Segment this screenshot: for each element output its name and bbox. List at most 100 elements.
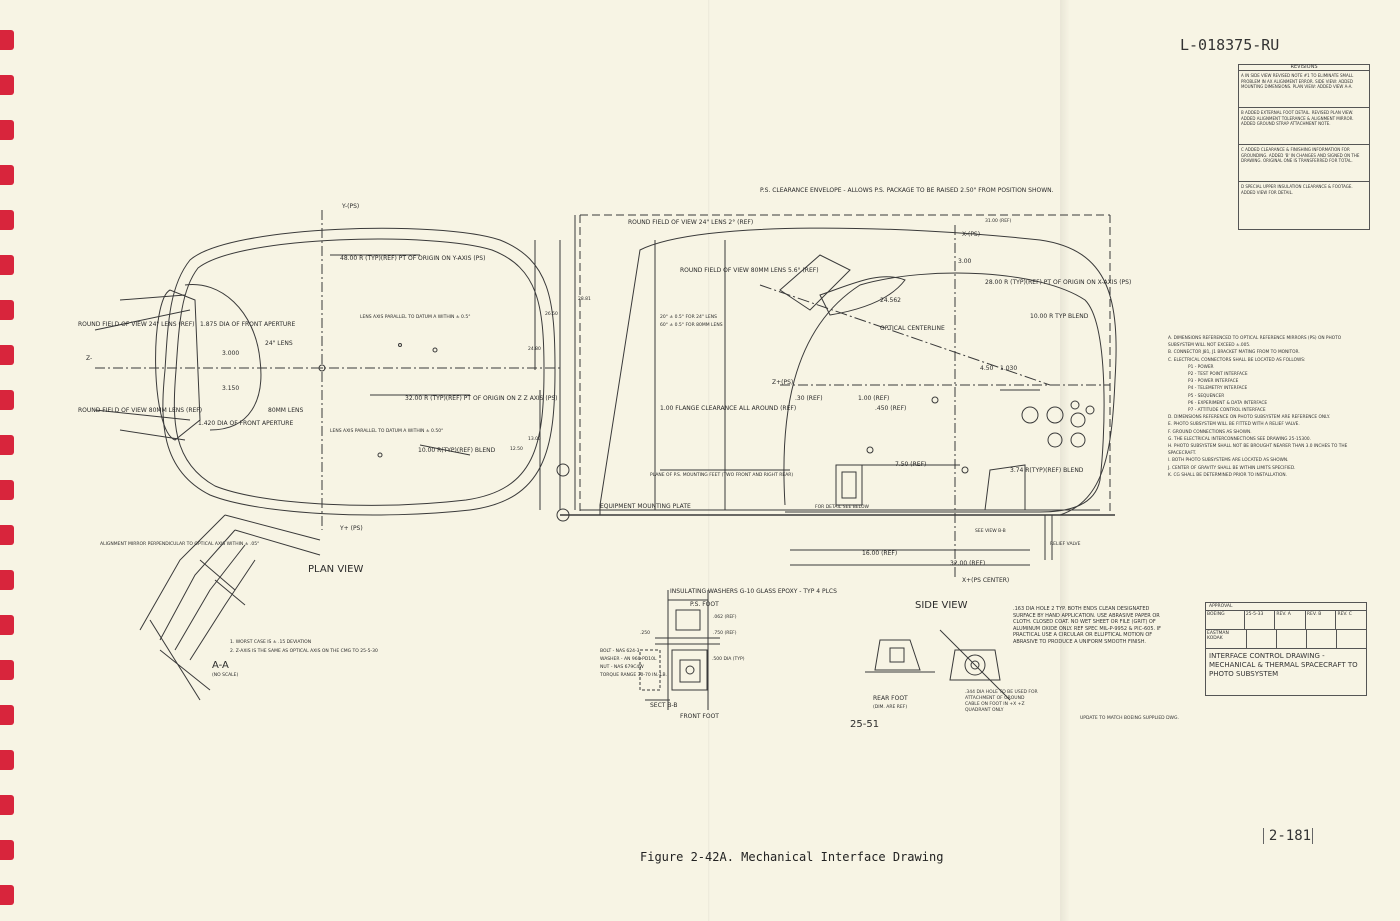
plan-label-4: 24" LENS	[265, 340, 293, 347]
plan-label-8: ROUND FIELD OF VIEW 80MM LENS (REF)	[78, 407, 202, 414]
note-line: B. CONNECTOR J81, J1 BRACKET MATING FROM…	[1168, 350, 1300, 356]
sheet-reference: 25-51	[850, 719, 879, 730]
rear-foot-scale: (DIM. ARE REF)	[873, 704, 907, 710]
note-line: K. CG SHALL BE DETERMINED PRIOR TO INSTA…	[1168, 472, 1287, 478]
side-label-21: 7.50 (REF)	[895, 461, 926, 468]
side-label-3: 20° ± 0.5° FOR 24" LENS	[660, 314, 717, 320]
side-label-10: PLANE OF P.S. MOUNTING FEET (TWO FRONT A…	[650, 472, 793, 478]
plan-label-2: 48.00 R (TYP)(REF) PT OF ORIGIN ON Y-AXI…	[340, 255, 485, 262]
section-aa-title: A-A	[212, 660, 229, 671]
foot-label-4: NUT - NAS 679C4W	[600, 664, 644, 670]
axis-y-top: Y-(PS)	[341, 203, 359, 210]
axis-x-plus: X+(PS CENTER)	[962, 577, 1009, 584]
foot-label-9: .500 DIA (TYP)	[712, 656, 745, 662]
plan-label-3: LENS AXIS PARALLEL TO DATUM A WITHIN ± 0…	[360, 314, 470, 320]
side-label-17: 26.50	[545, 311, 558, 317]
side-label-14: RELIEF VALVE	[1050, 541, 1081, 547]
note-line: E. PHOTO SUBSYSTEM WILL BE FITTED WITH A…	[1168, 422, 1300, 428]
side-label-11: FOR DETAIL SEE BELOW	[815, 504, 870, 510]
note-line: D. DIMENSIONS REFERENCE ON PHOTO SUBSYST…	[1168, 415, 1331, 421]
title-block-row: EASTMAN KODAK	[1206, 630, 1366, 649]
ground-note-2: .344 DIA HOLE TO BE USED FOR ATTACHMENT …	[965, 690, 1038, 713]
side-label-16: 28.81	[578, 296, 591, 302]
revision-entry: B ADDED EXTERNAL FOOT DETAIL. REVISED PL…	[1239, 108, 1369, 146]
plan-label-7: 80MM LENS	[268, 407, 304, 414]
title-block-cell: REV. B	[1306, 611, 1337, 629]
side-label-4: 60° ± 0.5° FOR 80MM LENS	[660, 322, 723, 328]
title-block-cell: 25-5-33	[1245, 611, 1276, 629]
foot-label-7: .750 (REF)	[713, 630, 737, 636]
title-block-cell: BOEING	[1206, 611, 1245, 629]
side-label-7: OPTICAL CENTERLINE	[880, 325, 945, 332]
foot-label-6: .062 (REF)	[713, 614, 737, 620]
front-foot-geometry	[639, 590, 720, 710]
note-line: P5 - SEQUENCER	[1188, 393, 1225, 399]
note-line: C. ELECTRICAL CONNECTORS SHALL BE LOCATE…	[1168, 357, 1306, 363]
foot-label-2: BOLT - NAS 624-3	[600, 648, 640, 654]
note-line: A. DIMENSIONS REFERENCED TO OPTICAL REFE…	[1168, 336, 1342, 349]
axis-z-plus: Z+(PS)	[772, 379, 793, 386]
note-line: G. THE ELECTRICAL INTERCONNECTIONS SEE D…	[1168, 436, 1311, 442]
foot-label-3: WASHER - AN 960-PD10L	[600, 656, 657, 662]
update-note: UPDATE TO MATCH BOEING SUPPLIED DWG.	[1080, 716, 1179, 721]
side-label-18: 24.80	[528, 346, 541, 352]
plan-label-14: 1. WORST CASE IS ± .15 DEVIATION	[230, 639, 311, 645]
figure-caption: Figure 2-42A. Mechanical Interface Drawi…	[640, 850, 944, 864]
title-block-cell: EASTMAN KODAK	[1206, 630, 1247, 648]
title-block: APPROVAL BOEING 25-5-33 REV. A REV. B RE…	[1205, 602, 1367, 696]
document-number: L-018375-RU	[1180, 36, 1280, 54]
foot-label-5: TORQUE RANGE 30-70 IN.-LB.	[599, 672, 667, 678]
side-label-26: 1.030	[1000, 365, 1017, 372]
rear-foot-geometry	[865, 629, 1011, 701]
side-label-24: .30 (REF)	[795, 395, 823, 402]
plan-view-geometry	[94, 210, 576, 530]
side-label-0: P.S. CLEARANCE ENVELOPE - ALLOWS P.S. PA…	[760, 187, 1054, 194]
revision-entry: C ADDED CLEARANCE & FINISHING INFORMATIO…	[1239, 145, 1369, 183]
note-line: J. CENTER OF GRAVITY SHALL BE WITHIN LIM…	[1168, 465, 1296, 471]
page-number: 2-181	[1263, 828, 1313, 844]
plan-label-15: 2. Z-AXIS IS THE SAME AS OPTICAL AXIS ON…	[230, 648, 378, 654]
side-label-28: 16.00 (REF)	[862, 550, 897, 557]
note-line: F. GROUND CONNECTIONS AS SHOWN.	[1168, 429, 1252, 435]
foot-label-0: INSULATING WASHERS G-10 GLASS EPOXY - TY…	[670, 588, 837, 595]
plan-label-1: 1.875 DIA OF FRONT APERTURE	[200, 321, 295, 328]
axis-x-minus: X-(PS)	[962, 231, 980, 238]
plan-label-9: 1.420 DIA OF FRONT APERTURE	[198, 420, 293, 427]
note-line: P7 - ATTITUDE CONTROL INTERFACE	[1188, 408, 1266, 414]
plan-label-6: 3.150	[222, 385, 239, 392]
title-block-cell: REV. A	[1275, 611, 1306, 629]
general-notes: A. DIMENSIONS REFERENCED TO OPTICAL REFE…	[1168, 335, 1358, 479]
ground-note: .163 DIA HOLE 2 TYP. BOTH ENDS CLEAN DES…	[1013, 606, 1162, 645]
side-view-geometry	[556, 214, 1117, 580]
plan-view-title: PLAN VIEW	[308, 564, 363, 575]
title-block-row: BOEING 25-5-33 REV. A REV. B REV. C	[1206, 611, 1366, 630]
title-block-cell: REV. C	[1337, 612, 1352, 617]
note-line: P6 - EXPERIMENT & DATA INTERFACE	[1188, 400, 1268, 406]
side-label-20: 12.50	[510, 446, 523, 452]
plan-label-10: LENS AXIS PARALLEL TO DATUM A WITHIN ± 0…	[330, 428, 443, 434]
plan-label-13: ALIGNMENT MIRROR PERPENDICULAR TO OPTICA…	[100, 541, 259, 547]
section-aa-scale: (NO SCALE)	[212, 672, 239, 678]
side-label-30: 31.00 (REF)	[985, 218, 1012, 224]
axis-y-bottom: Y+ (PS)	[339, 525, 363, 532]
foot-label-1: P.S. FOOT	[690, 601, 719, 608]
axis-z-minus: Z-	[86, 355, 92, 362]
plan-label-11: 32.00 R (TYP)(REF) PT OF ORIGIN ON Z Z A…	[405, 395, 558, 402]
side-label-23: .450 (REF)	[875, 405, 906, 412]
revision-entry: D SPECIAL UPPER INSULATION CLEARANCE & F…	[1241, 184, 1353, 195]
rear-foot-title: REAR FOOT	[873, 695, 908, 702]
page-fold	[708, 0, 710, 921]
note-line: P4 - TELEMETRY INTERFACE	[1188, 386, 1248, 392]
note-line: I. BOTH PHOTO SUBSYSTEMS ARE LOCATED AS …	[1168, 458, 1289, 464]
foot-label-8: .250	[640, 630, 650, 636]
side-label-9: EQUIPMENT MOUNTING PLATE	[600, 503, 691, 510]
plan-label-0: ROUND FIELD OF VIEW 24" LENS (REF)	[78, 321, 195, 328]
side-label-22: 1.00 (REF)	[858, 395, 889, 402]
side-label-25: 4.50	[980, 365, 994, 372]
front-foot-title: FRONT FOOT	[680, 713, 719, 720]
side-label-6: 10.00 R TYP BLEND	[1030, 313, 1089, 320]
side-label-1: ROUND FIELD OF VIEW 24" LENS 2° (REF)	[628, 219, 753, 226]
drawing-title: INTERFACE CONTROL DRAWING - MECHANICAL &…	[1209, 652, 1358, 678]
